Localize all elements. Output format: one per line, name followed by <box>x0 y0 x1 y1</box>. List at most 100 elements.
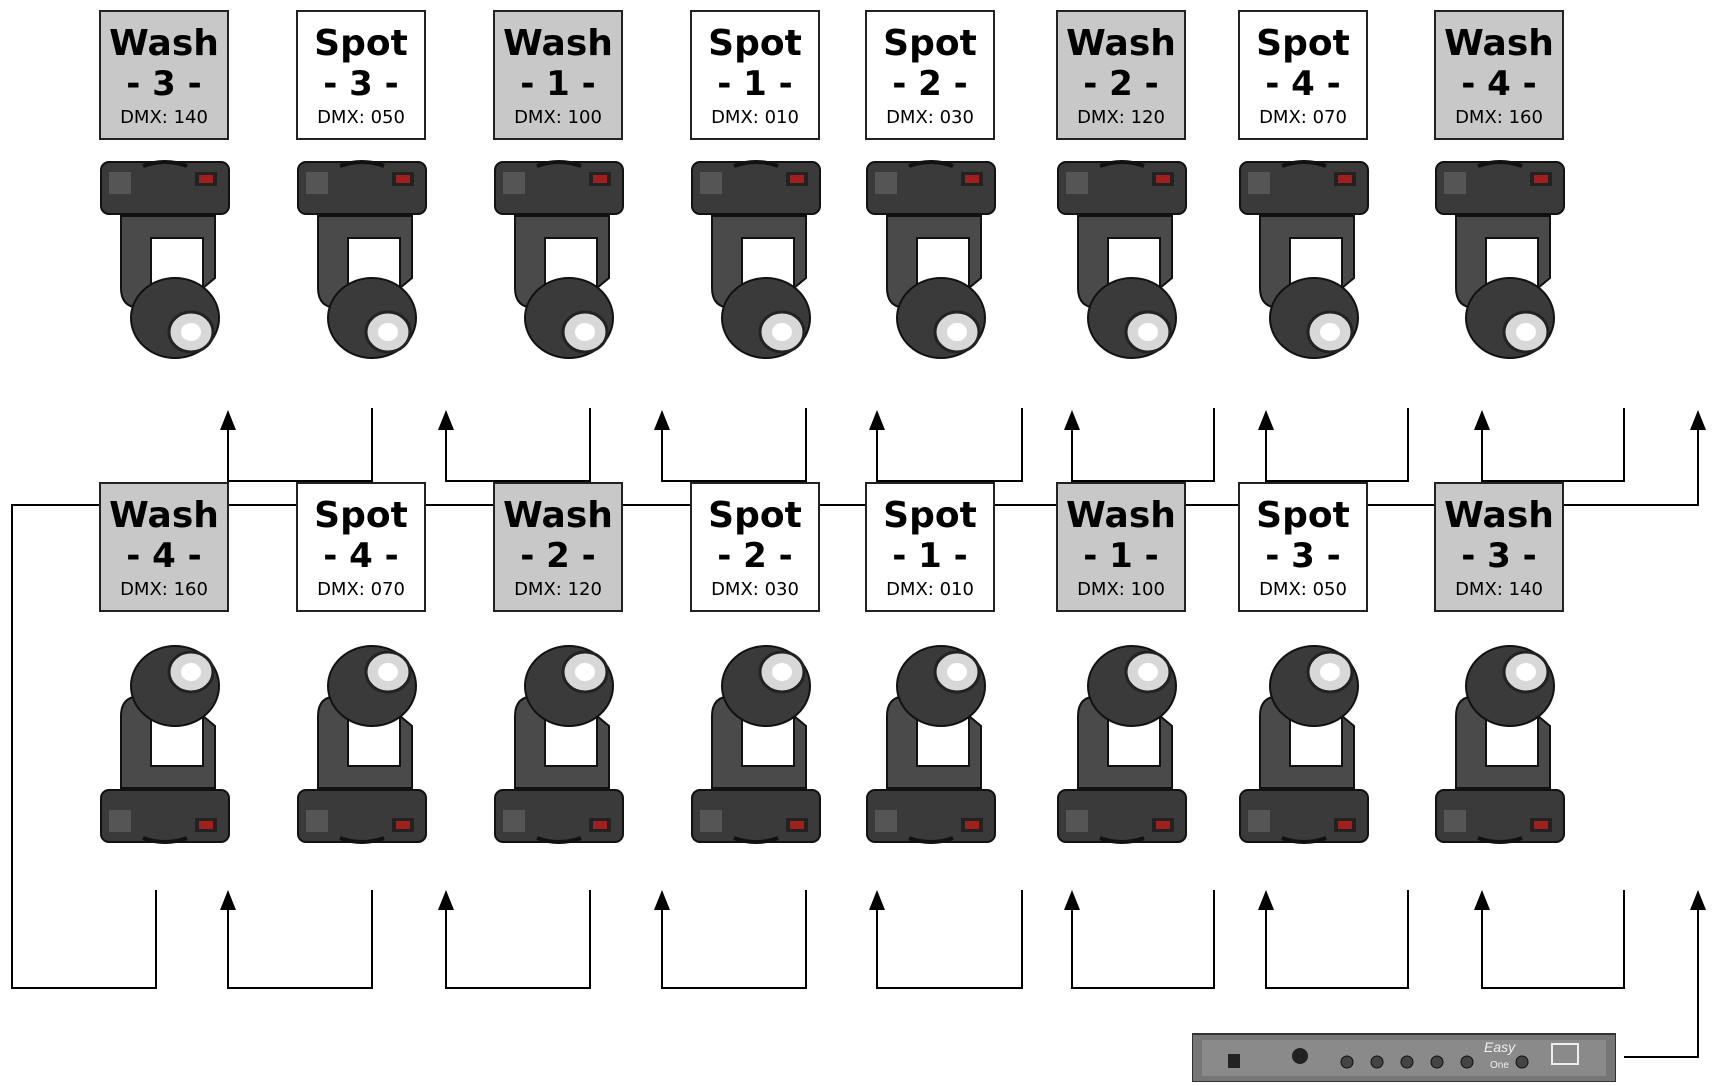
fixture-type: Wash <box>1444 23 1554 64</box>
moving-head-spot-icon <box>288 158 438 368</box>
fixture-number: - 2 - <box>520 536 596 576</box>
moving-head-spot-icon <box>857 158 1007 368</box>
cable-link <box>1481 408 1625 482</box>
cable-arrow <box>654 410 670 430</box>
fixture-label: Spot- 4 -DMX: 070 <box>296 482 426 612</box>
fixture-label: Wash- 2 -DMX: 120 <box>1056 10 1186 140</box>
cable-link <box>1071 890 1215 989</box>
dmx-address: DMX: 100 <box>514 107 602 128</box>
dmx-address: DMX: 160 <box>1455 107 1543 128</box>
cable-link <box>1481 890 1625 989</box>
fixture-type: Wash <box>503 495 613 536</box>
fixture-type: Spot <box>1256 23 1350 64</box>
fixture-label: Wash- 3 -DMX: 140 <box>1434 482 1564 612</box>
dmx-address: DMX: 120 <box>1077 107 1165 128</box>
fixture-type: Spot <box>708 23 802 64</box>
cable-link <box>1265 408 1409 482</box>
moving-head-spot-icon <box>288 636 438 846</box>
dmx-address: DMX: 050 <box>317 107 405 128</box>
fixture-number: - 3 - <box>126 64 202 104</box>
cable-arrow <box>654 890 670 910</box>
moving-head-wash-icon <box>1048 158 1198 368</box>
dmx-address: DMX: 070 <box>1259 107 1347 128</box>
fixture-number: - 1 - <box>520 64 596 104</box>
cable-arrow <box>1258 410 1274 430</box>
cable-link <box>876 890 1023 989</box>
cable-link <box>1071 408 1215 482</box>
dmx-address: DMX: 160 <box>120 579 208 600</box>
fixture-label: Spot- 1 - DMX: 010 <box>690 10 820 140</box>
cable-link <box>445 408 591 482</box>
fixture-label: Spot- 3 -DMX: 050 <box>1238 482 1368 612</box>
fixture-label: Spot- 3 - DMX: 050 <box>296 10 426 140</box>
fixture-number: - 3 - <box>323 64 399 104</box>
fixture-number: - 2 - <box>717 536 793 576</box>
dmx-address: DMX: 100 <box>1077 579 1165 600</box>
fixture-number: - 4 - <box>1265 64 1341 104</box>
cable-link <box>661 408 807 482</box>
fixture-type: Spot <box>883 23 977 64</box>
cable-link <box>227 890 373 989</box>
fixture-type: Wash <box>503 23 613 64</box>
cable-arrow <box>869 890 885 910</box>
fixture-number: - 2 - <box>1083 64 1159 104</box>
dmx-address: DMX: 120 <box>514 579 602 600</box>
fixture-number: - 3 - <box>1461 536 1537 576</box>
fixture-number: - 4 - <box>1461 64 1537 104</box>
moving-head-wash-icon <box>1426 158 1576 368</box>
fixture-type: Spot <box>883 495 977 536</box>
moving-head-spot-icon <box>1230 158 1380 368</box>
dmx-address: DMX: 030 <box>711 579 799 600</box>
cable-link <box>876 408 1023 482</box>
fixture-label: Wash- 4 - DMX: 160 <box>1434 10 1564 140</box>
dmx-address: DMX: 070 <box>317 579 405 600</box>
fixture-type: Spot <box>1256 495 1350 536</box>
fixture-label: Spot- 2 -DMX: 030 <box>865 10 995 140</box>
dmx-address: DMX: 140 <box>1455 579 1543 600</box>
cable-arrow <box>438 410 454 430</box>
fixture-label: Wash- 2 - DMX: 120 <box>493 482 623 612</box>
cable-arrow <box>1258 890 1274 910</box>
moving-head-spot-icon <box>1230 636 1380 846</box>
fixture-number: - 1 - <box>717 64 793 104</box>
fixture-label: Wash- 1 - DMX: 100 <box>1056 482 1186 612</box>
dmx-address: DMX: 010 <box>711 107 799 128</box>
fixture-type: Wash <box>109 23 219 64</box>
cable-arrow <box>1474 890 1490 910</box>
moving-head-wash-icon <box>91 158 241 368</box>
fixture-number: - 4 - <box>126 536 202 576</box>
cable-link <box>227 408 373 482</box>
cable-arrow <box>1064 410 1080 430</box>
fixture-number: - 1 - <box>1083 536 1159 576</box>
moving-head-wash-icon <box>91 636 241 846</box>
fixture-type: Wash <box>109 495 219 536</box>
fixture-label: Wash- 4 - DMX: 160 <box>99 482 229 612</box>
cable-arrow <box>220 890 236 910</box>
controller-model-text: One <box>1490 1060 1509 1071</box>
moving-head-spot-icon <box>682 636 832 846</box>
fixture-label: Spot- 1 - DMX: 010 <box>865 482 995 612</box>
moving-head-spot-icon <box>682 158 832 368</box>
fixture-type: Spot <box>708 495 802 536</box>
dmx-address: DMX: 010 <box>886 579 974 600</box>
fixture-label: Wash- 1 - DMX: 100 <box>493 10 623 140</box>
cable-arrow <box>220 410 236 430</box>
fixture-type: Spot <box>314 23 408 64</box>
fixture-type: Wash <box>1066 495 1176 536</box>
cable-link <box>445 890 591 989</box>
moving-head-wash-icon <box>1048 636 1198 846</box>
moving-head-wash-icon <box>485 158 635 368</box>
dmx-address: DMX: 140 <box>120 107 208 128</box>
controller-brand-text: Easy <box>1484 1039 1516 1055</box>
cable-controller-link <box>1624 910 1699 1058</box>
fixture-label: Spot- 2 - DMX: 030 <box>690 482 820 612</box>
cable-link <box>1265 890 1409 989</box>
moving-head-spot-icon <box>857 636 1007 846</box>
fixture-number: - 1 - <box>892 536 968 576</box>
fixture-number: - 2 - <box>892 64 968 104</box>
cable-arrow <box>1064 890 1080 910</box>
dmx-address: DMX: 050 <box>1259 579 1347 600</box>
cable-arrow <box>1690 890 1706 910</box>
